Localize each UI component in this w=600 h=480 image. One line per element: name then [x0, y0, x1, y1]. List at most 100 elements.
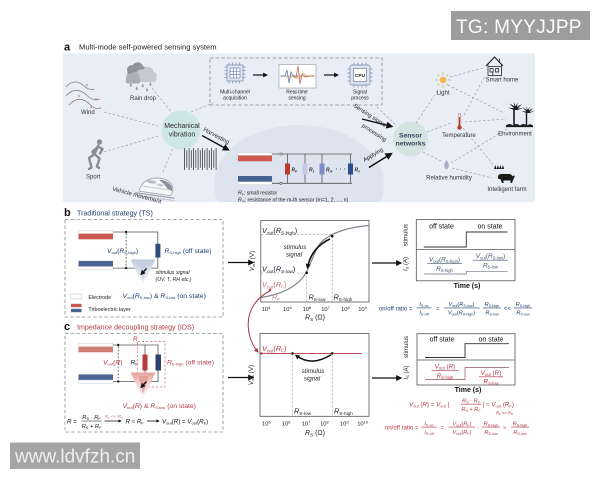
- svg-text:RF << RS: RF << RS: [105, 414, 123, 420]
- svg-text:Vout (R): Vout (R): [481, 370, 502, 377]
- svg-text:IS-off: IS-off: [424, 430, 434, 436]
- svg-text:RF: RF: [131, 360, 139, 367]
- svg-text:RS-high: RS-high: [485, 302, 500, 308]
- svg-text:RS-high: RS-high: [516, 302, 531, 308]
- svg-text:RS-low: RS-low: [309, 293, 327, 302]
- svg-text:IS (A): IS (A): [404, 257, 410, 271]
- svg-text:RS-low: RS-low: [483, 379, 499, 386]
- svg-text:on state: on state: [478, 223, 503, 230]
- svg-text:a: a: [64, 42, 71, 54]
- svg-text:acquisition: acquisition: [223, 96, 247, 102]
- svg-text:TG: MYYJJPP: TG: MYYJJPP: [456, 17, 582, 38]
- svg-text:Rm: resistance of the m-th sen: Rm: resistance of the m-th sensor (m=1, …: [238, 198, 348, 204]
- svg-text:RS-low: RS-low: [485, 311, 499, 317]
- svg-text:Vout (V): Vout (V): [249, 251, 256, 272]
- svg-text:Relative humidity: Relative humidity: [426, 176, 472, 182]
- svg-text:Sensor: Sensor: [399, 133, 422, 140]
- svg-text:Multi-mode self-powered sensin: Multi-mode self-powered sensing system: [79, 43, 217, 52]
- svg-text:Vout(RF): Vout(RF): [262, 344, 286, 353]
- svg-text:Triboelectric layer: Triboelectric layer: [88, 307, 131, 313]
- svg-text:(UV, T, RH etc.): (UV, T, RH etc.): [156, 277, 192, 283]
- svg-text:Intelligent farm: Intelligent farm: [487, 187, 526, 193]
- svg-text:Vout(R) = Vout(RF): Vout(R) = Vout(RF): [162, 419, 208, 426]
- svg-text:off state: off state: [430, 336, 455, 343]
- svg-text:IS (A): IS (A): [404, 365, 410, 379]
- svg-text:sensing: sensing: [288, 96, 305, 102]
- svg-text:Smart home: Smart home: [486, 77, 519, 83]
- svg-text:stimulus: stimulus: [302, 368, 325, 375]
- svg-text:signal: signal: [286, 252, 303, 259]
- svg-text:Rn: Rn: [355, 168, 361, 174]
- svg-text:Vout(RS-high): Vout(RS-high): [429, 257, 460, 264]
- svg-text:b: b: [64, 207, 71, 219]
- svg-text:RS-high: RS-high: [436, 266, 453, 273]
- svg-text:Multi-channel: Multi-channel: [220, 90, 250, 96]
- svg-text:CPU: CPU: [355, 73, 366, 79]
- svg-text:=: =: [441, 426, 445, 432]
- svg-text:RS · RF: RS · RF: [462, 398, 481, 404]
- svg-text:RF: RF: [292, 168, 299, 174]
- svg-text:108: 108: [320, 419, 329, 427]
- svg-text:process: process: [351, 96, 369, 102]
- svg-text:=: =: [436, 307, 440, 313]
- svg-text:RS + RF: RS + RF: [82, 424, 103, 430]
- svg-text:RS-high: RS-high: [334, 407, 353, 416]
- svg-text:Vout(RF): Vout(RF): [262, 280, 286, 289]
- svg-text:Vout(RF): Vout(RF): [453, 430, 472, 436]
- svg-text:www.ldvfzh.cn: www.ldvfzh.cn: [14, 447, 135, 468]
- svg-text:Vout(RS-low): Vout(RS-low): [476, 253, 505, 260]
- svg-text:on/off ratio =: on/off ratio =: [379, 307, 413, 313]
- svg-text:105: 105: [262, 419, 271, 427]
- svg-text:Environment: Environment: [498, 132, 532, 138]
- svg-text:off state: off state: [429, 223, 454, 230]
- svg-text:RF << RS: RF << RS: [496, 410, 513, 416]
- svg-text:RS-high: RS-high: [334, 293, 353, 302]
- svg-text:Vout(R): Vout(R): [103, 360, 123, 367]
- svg-text:Vout(RS-high): Vout(RS-high): [107, 248, 138, 255]
- svg-text:108: 108: [341, 305, 350, 313]
- svg-text:RS-high: RS-high: [484, 421, 499, 427]
- svg-text:106: 106: [282, 419, 291, 427]
- svg-text:Real-time: Real-time: [286, 90, 308, 96]
- svg-text:RS-high (off state): RS-high (off state): [165, 248, 212, 255]
- svg-text:RS (Ω): RS (Ω): [305, 315, 325, 322]
- svg-text:Vout(RS-low) & RS-low (on stat: Vout(RS-low) & RS-low (on state): [123, 293, 206, 300]
- svg-text:Vout(RS-high): Vout(RS-high): [448, 311, 475, 317]
- svg-text:RS · RF: RS · RF: [82, 415, 101, 421]
- svg-text:) ≈ Vout (RF): ) ≈ Vout (RF): [483, 401, 514, 408]
- svg-text:·: ·: [478, 426, 480, 432]
- svg-text:networks: networks: [396, 141, 426, 148]
- svg-text:Sport: Sport: [86, 175, 101, 181]
- svg-text:Rain drop: Rain drop: [130, 96, 157, 102]
- svg-text:Vout (V): Vout (V): [248, 365, 255, 386]
- svg-text:RF: RF: [272, 293, 280, 302]
- svg-text:R ≈ RF: R ≈ RF: [126, 419, 145, 426]
- svg-text:Time (s): Time (s): [454, 283, 481, 290]
- svg-text:stimulus: stimulus: [284, 244, 307, 251]
- svg-text:signal: signal: [304, 376, 321, 383]
- svg-text:Temperature: Temperature: [442, 133, 476, 139]
- svg-text:RS-low: RS-low: [516, 311, 530, 317]
- svg-text:on state: on state: [479, 336, 504, 343]
- svg-text:R: R: [133, 336, 138, 343]
- svg-text:stimulus: stimulus: [404, 224, 410, 246]
- svg-text:<<: <<: [504, 307, 512, 313]
- svg-text:RS + RF: RS + RF: [461, 407, 481, 413]
- svg-text:IS-on: IS-on: [419, 302, 428, 308]
- svg-text:·: ·: [479, 307, 481, 313]
- svg-text:109: 109: [358, 305, 367, 313]
- svg-text:RS-high: RS-high: [437, 373, 454, 380]
- svg-text:R =: R =: [67, 419, 77, 426]
- svg-text:RS-low: RS-low: [484, 430, 498, 436]
- svg-text:RS-high: RS-high: [513, 421, 528, 427]
- svg-text:RS-high (off state): RS-high (off state): [167, 360, 214, 367]
- svg-text:Vout (R) = Vout (: Vout (R) = Vout (: [409, 401, 451, 408]
- svg-text:RS (Ω): RS (Ω): [305, 430, 325, 437]
- svg-text:105: 105: [283, 305, 292, 313]
- svg-text:···: ···: [336, 167, 349, 173]
- svg-text:Vout (R): Vout (R): [435, 364, 456, 371]
- svg-text:107: 107: [321, 305, 330, 313]
- svg-text:Rm: Rm: [326, 168, 333, 174]
- svg-text:104: 104: [262, 305, 271, 313]
- svg-text:Mechanical: Mechanical: [164, 123, 200, 130]
